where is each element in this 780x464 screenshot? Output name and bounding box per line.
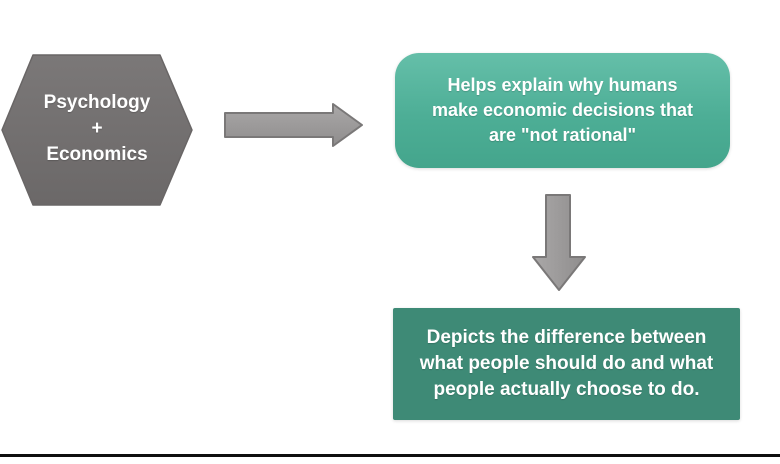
- box-depicts-line-3: people actually choose to do.: [433, 379, 700, 400]
- box-depicts-line-1: Depicts the difference between: [426, 327, 707, 348]
- hexagon-label: Psychology + Economics: [17, 90, 177, 168]
- box-explain-line-1: Helps explain why humans: [447, 75, 678, 95]
- box-depicts-line-2: what people should do and what: [419, 353, 714, 374]
- box-depicts-difference: Depicts the difference between what peop…: [393, 308, 740, 420]
- hexagon-line-3: Economics: [46, 144, 148, 165]
- hexagon-shape: [1, 54, 193, 206]
- bottom-border-line: [0, 454, 780, 457]
- hexagon-line-2: +: [91, 118, 103, 139]
- right-arrow-icon: [224, 103, 363, 147]
- hexagon-line-1: Psychology: [43, 92, 151, 113]
- box-explain-decisions: Helps explain why humans make economic d…: [395, 53, 730, 168]
- down-arrow-icon: [532, 194, 586, 291]
- box-explain-line-2: make economic decisions that: [431, 100, 694, 120]
- box-explain-line-3: are "not rational": [488, 125, 637, 145]
